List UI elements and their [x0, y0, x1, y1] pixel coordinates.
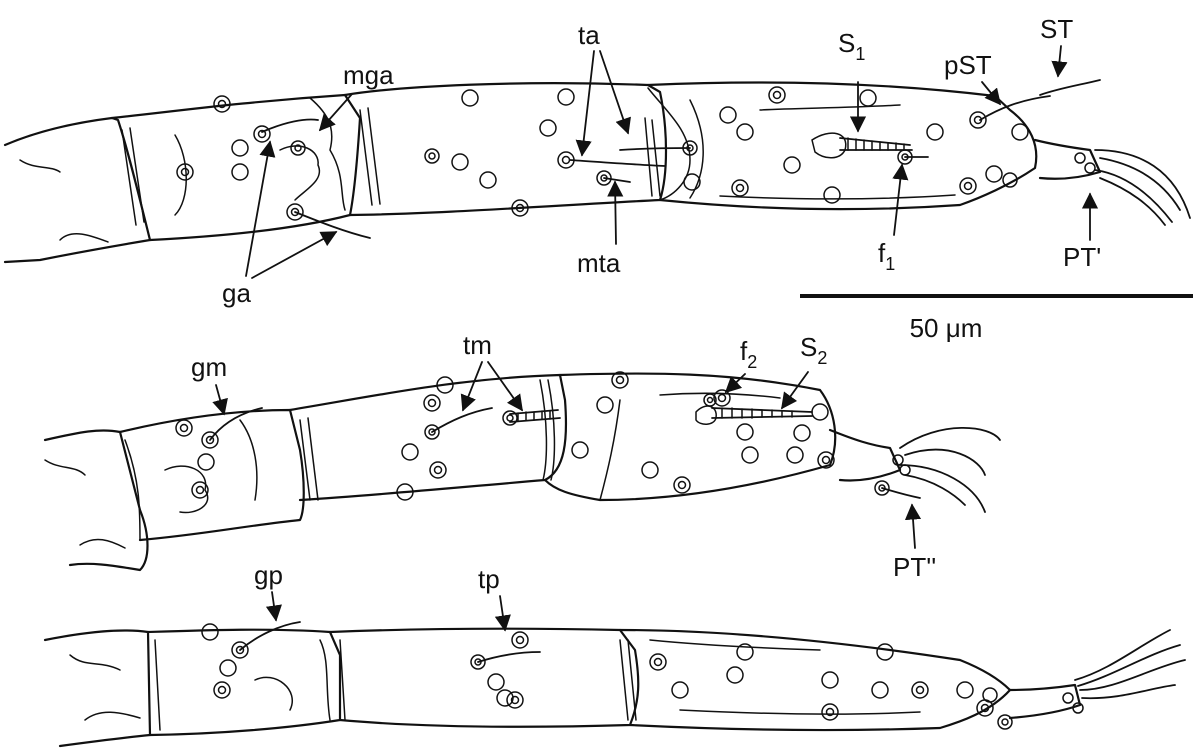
label-ta: ta: [578, 20, 600, 50]
leg-top: [5, 80, 1190, 262]
label-ga: ga: [222, 278, 251, 308]
label-f2: f2: [740, 336, 757, 372]
label-gm: gm: [191, 352, 227, 382]
label-tm: tm: [463, 330, 492, 360]
label-gp: gp: [254, 560, 283, 590]
label-tp: tp: [478, 564, 500, 594]
leg-middle: [45, 372, 1000, 570]
label-s2: S2: [800, 332, 827, 368]
scale-bar-label: 50 μm: [910, 313, 983, 343]
label-pst: pST: [944, 50, 992, 80]
labels: mga ta S1 pST ST ga mta f1 PT' tm f2 S2 …: [191, 14, 1101, 594]
label-mga: mga: [343, 60, 394, 90]
label-pt-double-prime: PT'': [893, 552, 936, 582]
label-mta: mta: [577, 248, 621, 278]
leg-bottom: [45, 622, 1185, 746]
label-f1: f1: [878, 238, 895, 274]
label-pt-prime: PT': [1063, 242, 1101, 272]
label-st: ST: [1040, 14, 1073, 44]
label-s1: S1: [838, 28, 865, 64]
